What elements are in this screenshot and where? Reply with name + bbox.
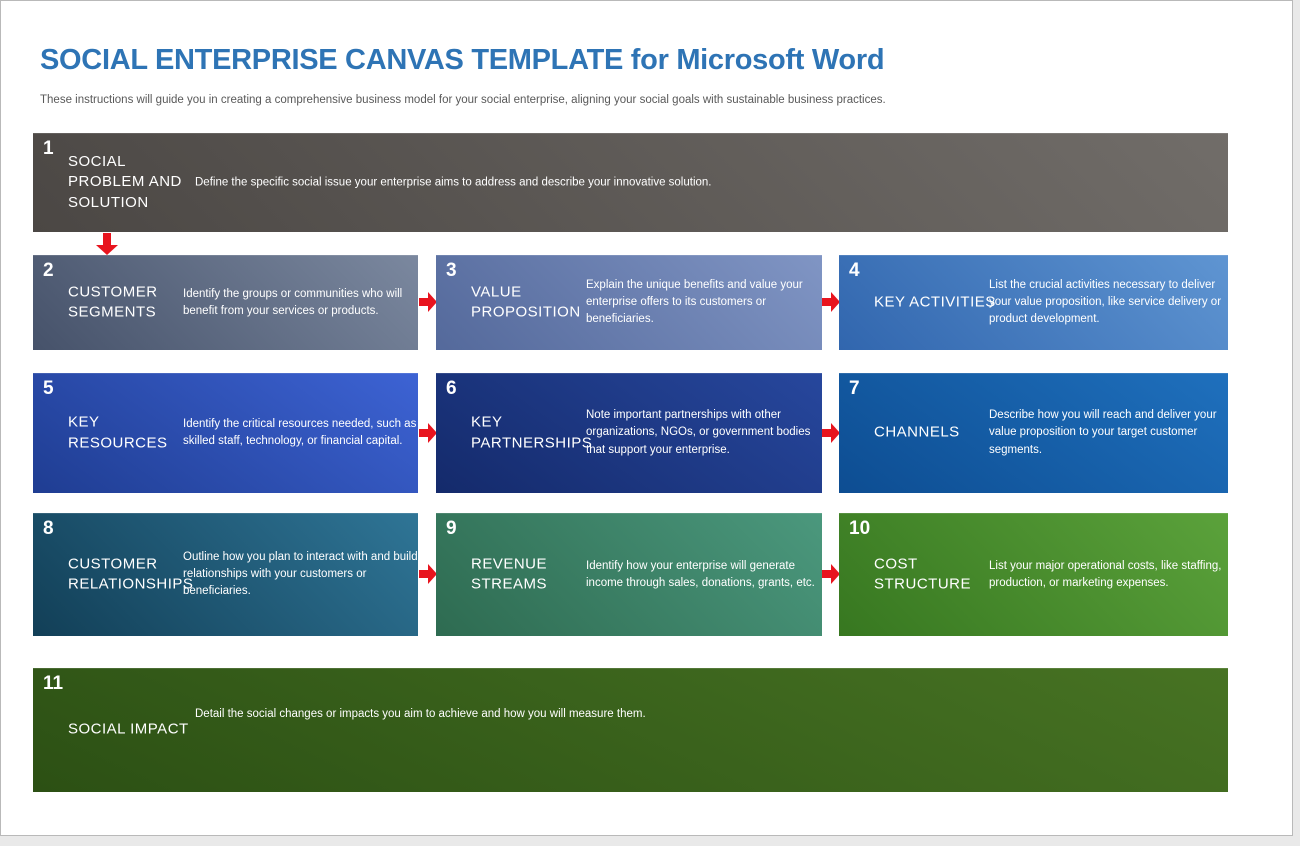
box-description: Identify the critical resources needed, … <box>183 417 417 447</box>
box-title: VALUE PROPOSITION <box>471 282 581 321</box>
box-value-proposition: 3 VALUE PROPOSITION Explain the unique b… <box>436 255 822 350</box>
box-description: Outline how you plan to interact with an… <box>183 550 418 598</box>
right-arrow-icon <box>822 292 840 312</box>
box-social-impact: 11 SOCIAL IMPACT Detail the social chang… <box>33 668 1228 792</box>
page-subtitle: These instructions will guide you in cre… <box>40 94 886 106</box>
box-title: COST STRUCTURE <box>874 554 971 593</box>
box-number: 1 <box>43 138 54 159</box>
right-arrow-icon <box>419 292 437 312</box>
box-title: CHANNELS <box>874 423 960 441</box>
box-number: 4 <box>849 260 860 281</box>
box-title: REVENUE STREAMS <box>471 554 548 593</box>
box-number: 9 <box>446 518 457 539</box>
box-number: 10 <box>849 518 871 539</box>
box-social-problem-and-solution: 1 SOCIAL PROBLEM AND SOLUTION Define the… <box>33 133 1228 232</box>
box-number: 8 <box>43 518 54 539</box>
box-title: CUSTOMER RELATIONSHIPS <box>68 554 194 593</box>
box-description: Explain the unique benefits and value yo… <box>586 278 803 326</box>
box-key-partnerships: 6 KEY PARTNERSHIPS Note important partne… <box>436 373 822 493</box>
box-cost-structure: 10 COST STRUCTURE List your major operat… <box>839 513 1228 636</box>
right-arrow-icon <box>822 423 840 443</box>
box-description: Identify how your enterprise will genera… <box>586 559 815 589</box>
box-title: SOCIAL PROBLEM AND SOLUTION <box>68 152 182 211</box>
box-description: Describe how you will reach and deliver … <box>989 409 1217 456</box>
right-arrow-icon <box>419 423 437 443</box>
down-arrow-icon <box>96 233 118 255</box>
right-arrow-icon <box>822 564 840 584</box>
box-title: KEY RESOURCES <box>68 413 168 451</box>
box-number: 2 <box>43 260 54 281</box>
box-number: 3 <box>446 260 457 281</box>
box-title: SOCIAL IMPACT <box>68 720 189 738</box>
box-number: 11 <box>43 673 64 694</box>
box-description: Detail the social changes or impacts you… <box>195 708 646 720</box>
box-number: 7 <box>849 378 860 399</box>
box-description: List the crucial activities necessary to… <box>989 278 1222 326</box>
box-key-resources: 5 KEY RESOURCES Identify the critical re… <box>33 373 418 493</box>
box-key-activities: 4 KEY ACTIVITIES List the crucial activi… <box>839 255 1228 350</box>
page-title: SOCIAL ENTERPRISE CANVAS TEMPLATE for Mi… <box>40 44 885 76</box>
box-description: Identify the groups or communities who w… <box>183 287 403 317</box>
box-customer-relationships: 8 CUSTOMER RELATIONSHIPS Outline how you… <box>33 513 418 636</box>
box-title: KEY PARTNERSHIPS <box>471 413 593 451</box>
box-description: Define the specific social issue your en… <box>195 175 712 188</box>
box-title: KEY ACTIVITIES <box>874 293 996 311</box>
box-number: 5 <box>43 378 54 399</box>
box-channels: 7 CHANNELS Describe how you will reach a… <box>839 373 1228 493</box>
box-revenue-streams: 9 REVENUE STREAMS Identify how your ente… <box>436 513 822 636</box>
box-description: Note important partnerships with other o… <box>586 409 811 456</box>
box-title: CUSTOMER SEGMENTS <box>68 282 158 321</box>
right-arrow-icon <box>419 564 437 584</box>
box-description: List your major operational costs, like … <box>989 559 1222 589</box>
box-number: 6 <box>446 378 457 399</box>
box-customer-segments: 2 CUSTOMER SEGMENTS Identify the groups … <box>33 255 418 350</box>
